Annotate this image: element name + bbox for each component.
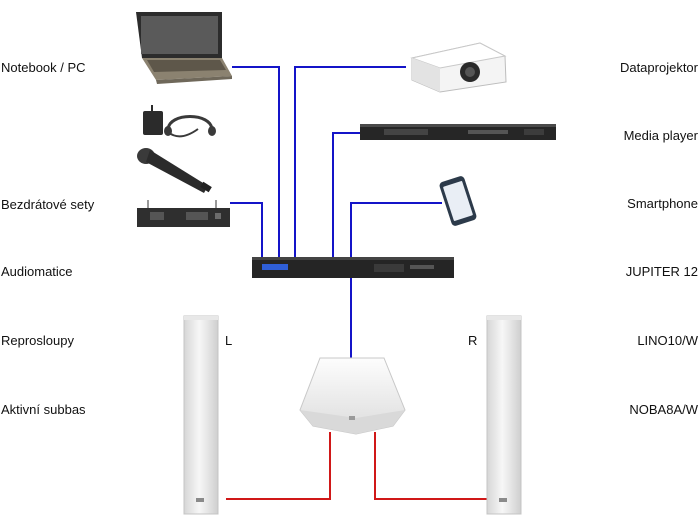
label-audio-matrix: Audiomatice xyxy=(1,264,73,279)
wireless-receiver-device xyxy=(137,200,230,227)
speaker-cables xyxy=(226,432,487,500)
cable-speaker-left xyxy=(226,432,331,500)
wireless-microphone-device xyxy=(137,148,212,193)
channel-right-label: R xyxy=(468,333,478,348)
label-noba-model: NOBA8A/W xyxy=(629,402,698,417)
projector-device xyxy=(410,42,507,93)
label-media-player: Media player xyxy=(623,128,698,143)
label-wireless-sets: Bezdrátové sety xyxy=(1,197,95,212)
audio-matrix-device xyxy=(252,257,454,278)
label-projector: Dataprojektor xyxy=(619,60,698,75)
cable-media-player xyxy=(332,132,361,258)
label-smartphone: Smartphone xyxy=(627,196,698,211)
label-lino-model: LINO10/W xyxy=(637,333,698,348)
cable-notebook xyxy=(232,66,280,258)
cable-speaker-right xyxy=(374,432,487,500)
active-subwoofer-device xyxy=(299,357,406,435)
speaker-column-left xyxy=(183,315,219,515)
notebook-device xyxy=(136,12,232,84)
cable-smartphone xyxy=(350,202,442,258)
label-active-subwoofer: Aktivní subbas xyxy=(1,402,86,417)
wireless-headset-device xyxy=(143,105,216,138)
label-jupiter-model: JUPITER 12 xyxy=(625,264,698,279)
signal-cables xyxy=(230,66,442,358)
label-speaker-columns: Reprosloupy xyxy=(1,333,74,348)
smartphone-device xyxy=(439,176,477,226)
cable-wireless xyxy=(230,202,263,258)
label-notebook-pc: Notebook / PC xyxy=(1,60,86,75)
cable-projector xyxy=(294,66,406,258)
speaker-column-right xyxy=(486,315,522,515)
channel-left-label: L xyxy=(225,333,233,348)
media-player-device xyxy=(360,124,556,140)
